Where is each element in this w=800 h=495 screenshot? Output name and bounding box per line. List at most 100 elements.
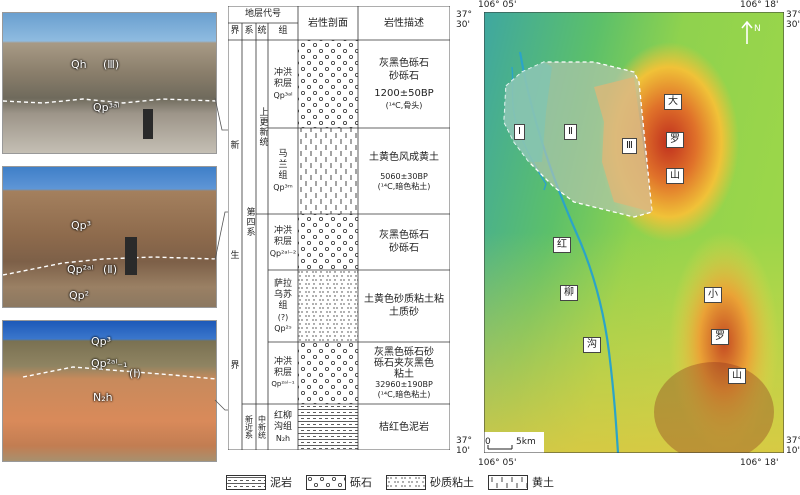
coord-top-lat-right: 37° 30' xyxy=(786,10,800,30)
header-tong: 统 xyxy=(257,26,267,36)
unit1-desc: 灰黑色砾石砂砾石 xyxy=(379,58,429,82)
unit1-age-note: (¹⁴C,骨头) xyxy=(385,101,423,110)
coord-bottom-right-lon: 106° 18' xyxy=(740,458,779,468)
da-luo-shan-1: 大 xyxy=(664,94,682,110)
unit4-code: Qp²ˢ xyxy=(274,323,292,333)
xiao-luo-shan-3: 山 xyxy=(728,368,746,384)
unit1-formation: 冲洪积层 Qp³ᵃˡ xyxy=(268,40,298,128)
unit2-description: 土黄色风成黄土 5060±30BP (¹⁴C,暗色粘土) xyxy=(358,128,450,214)
unit6-desc: 桔红色泥岩 xyxy=(379,421,429,433)
zone-label-iii: Ⅲ xyxy=(622,138,637,154)
photo3-label-qpal: Qp²ᵃˡ₋₁ xyxy=(91,357,128,370)
unit2-name: 马兰组 xyxy=(278,149,288,181)
unit6-formation: 红柳沟组 N₂h xyxy=(268,404,298,450)
north-arrow-label: N xyxy=(754,24,761,34)
photo3-label-zone: (Ⅰ) xyxy=(129,367,141,380)
system-quaternary: 第四系 xyxy=(244,207,255,237)
dem-map: N 0 5km Ⅰ Ⅱ Ⅲ 大 罗 山 红 柳 沟 小 罗 山 xyxy=(484,12,784,453)
photo-outcrop-3: Qh (Ⅲ) Qp³ᵃˡ xyxy=(2,12,217,154)
unit3-description: 灰黑色砾石砂砾石 xyxy=(358,214,450,270)
era-jie: 界 xyxy=(230,360,240,371)
unit1-name: 冲洪积层 xyxy=(273,67,292,89)
photo2-label-qp2: Qp² xyxy=(69,289,90,302)
photo2-label-zone: (Ⅱ) xyxy=(103,263,117,276)
unit5-formation: 冲洪积层 Qp²ᵃˡ⁻¹ xyxy=(268,342,298,404)
scale-label: 5km xyxy=(516,437,536,447)
photo1-label-qp: Qp³ᵃˡ xyxy=(93,101,120,114)
legend-mudstone-label: 泥岩 xyxy=(270,476,292,489)
da-luo-shan-2: 罗 xyxy=(666,132,684,148)
stratigraphic-column: 地层代号 界 系 统 组 岩性剖面 岩性描述 新 生 界 第四系 新近系 上更新… xyxy=(228,6,450,450)
photo-outcrop-1: Qp³ Qp²ᵃˡ₋₁ (Ⅰ) N₂h xyxy=(2,320,217,462)
unit5-desc: 灰黑色砾石砂砾石夹灰黑色粘土 xyxy=(374,346,434,380)
unit2-formation: 马兰组 Qp³ᵐ xyxy=(268,128,298,214)
photo3-label-qp3: Qp³ xyxy=(91,335,112,348)
hong-liu-gou-3: 沟 xyxy=(583,337,601,353)
unit1-code: Qp³ᵃˡ xyxy=(273,90,293,100)
header-xi: 系 xyxy=(244,26,254,36)
series-miocene: 中新统 xyxy=(257,415,267,439)
unit2-age-note: (¹⁴C,暗色粘土) xyxy=(377,181,431,191)
unit1-age: 1200±50BP xyxy=(374,88,434,99)
legend: 泥岩 砾石 砂质粘土 黄土 xyxy=(226,472,554,492)
zone-label-i: Ⅰ xyxy=(514,124,525,140)
unit5-age-note: (¹⁴C,暗色粘土) xyxy=(377,389,431,399)
photo3-label-n2h: N₂h xyxy=(93,391,113,404)
unit5-description: 灰黑色砾石砂砾石夹灰黑色粘土 32960±190BP (¹⁴C,暗色粘土) xyxy=(358,342,450,404)
unit4-name: 萨拉乌苏组 xyxy=(273,278,292,311)
unit3-code: Qp²ᵃˡ⁻² xyxy=(269,248,297,258)
system-neogene: 新近系 xyxy=(244,415,254,439)
header-section: 岩性剖面 xyxy=(308,17,348,29)
header-zu: 组 xyxy=(278,26,288,36)
coord-top-right-lon: 106° 18' xyxy=(740,0,779,10)
unit4-formation: 萨拉乌苏组 (?) Qp²ˢ xyxy=(268,270,298,342)
unit3-name: 冲洪积层 xyxy=(273,225,292,247)
unit5-code: Qp²ᵃˡ⁻¹ xyxy=(271,379,295,388)
da-luo-shan-3: 山 xyxy=(666,168,684,184)
photo-outcrop-2: Qp³ Qp²ᵃˡ (Ⅱ) Qp² xyxy=(2,166,217,308)
hong-liu-gou-1: 红 xyxy=(553,237,571,253)
era-sheng: 生 xyxy=(230,250,240,261)
legend-gravel-swatch xyxy=(306,474,346,490)
photo2-label-qp3: Qp³ xyxy=(71,219,92,232)
xiao-luo-shan-1: 小 xyxy=(704,287,722,303)
photo1-label-qh: Qh xyxy=(71,58,87,71)
unit3-formation: 冲洪积层 Qp²ᵃˡ⁻² xyxy=(268,214,298,270)
unit2-desc: 土黄色风成黄土 xyxy=(369,151,439,163)
unit6-name: 红柳沟组 xyxy=(273,410,292,432)
unit1-description: 灰黑色砾石砂砾石 1200±50BP (¹⁴C,骨头) xyxy=(358,40,450,128)
legend-sandy-clay-label: 砂质粘土 xyxy=(430,476,474,489)
photo1-label-zone: (Ⅲ) xyxy=(103,58,120,71)
unit6-code: N₂h xyxy=(275,433,291,443)
photo2-label-qpal: Qp²ᵃˡ xyxy=(67,263,94,276)
legend-sandy-clay-swatch xyxy=(386,474,426,490)
zone-label-ii: Ⅱ xyxy=(564,124,577,140)
coord-top-left-lon: 106° 05' xyxy=(478,0,517,10)
unit3-desc: 灰黑色砾石砂砾石 xyxy=(379,230,429,254)
coord-bottom-lat-left: 37° 10' xyxy=(456,436,472,456)
legend-mudstone-swatch xyxy=(226,474,266,490)
unit2-age: 5060±30BP xyxy=(380,171,428,181)
unit5-name: 冲洪积层 xyxy=(273,356,292,378)
series-upper-pleistocene: 上更新统 xyxy=(257,107,268,147)
coord-bottom-lat-right: 37° 10' xyxy=(786,436,800,456)
unit4-extra: (?) xyxy=(277,312,289,322)
unit5-age: 32960±190BP xyxy=(375,379,433,389)
header-desc: 岩性描述 xyxy=(384,17,424,29)
unit2-code: Qp³ᵐ xyxy=(273,183,293,192)
era-xin: 新 xyxy=(230,140,240,151)
legend-loess-label: 黄土 xyxy=(532,476,554,489)
legend-gravel-label: 砾石 xyxy=(350,476,372,489)
header-jie: 界 xyxy=(230,26,240,36)
legend-loess-swatch xyxy=(488,474,528,490)
coord-top-lat-left: 37° 30' xyxy=(456,10,472,30)
header-title: 地层代号 xyxy=(244,9,281,19)
hong-liu-gou-2: 柳 xyxy=(560,285,578,301)
unit4-description: 土黄色砂质粘土粘土质砂 xyxy=(358,270,450,342)
coord-bottom-left-lon: 106° 05' xyxy=(478,458,517,468)
xiao-luo-shan-2: 罗 xyxy=(711,329,729,345)
unit4-desc: 土黄色砂质粘土粘土质砂 xyxy=(364,294,444,318)
unit6-description: 桔红色泥岩 xyxy=(358,404,450,450)
scale-zero: 0 xyxy=(485,437,491,447)
